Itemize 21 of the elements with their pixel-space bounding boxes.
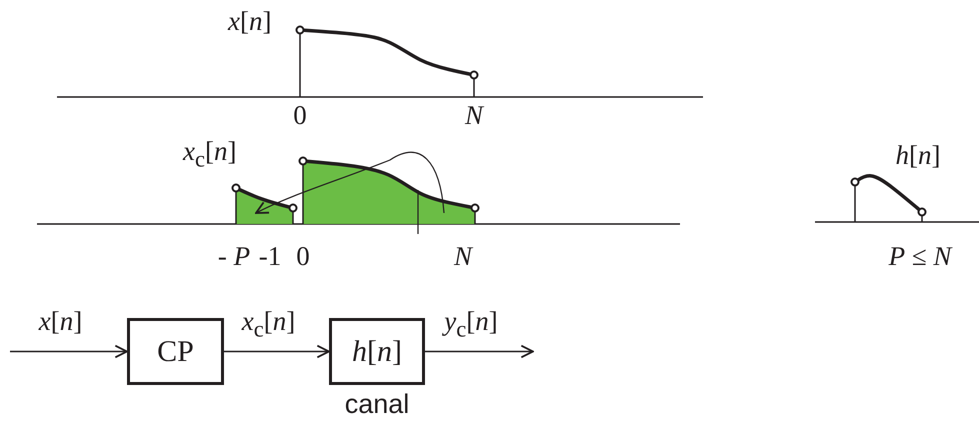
arrow [10, 344, 128, 358]
axis-label: h[n] [896, 142, 940, 169]
edge-label: x[n] [38, 308, 82, 334]
arrow [425, 344, 534, 358]
block-box [329, 318, 425, 385]
block-caption: canal [344, 391, 410, 418]
axis-label: x[n] [228, 8, 272, 35]
arrow [224, 344, 330, 358]
block-label: h[n] [352, 336, 402, 366]
axis-label: N [465, 102, 483, 129]
axis-label: - P [218, 243, 250, 270]
block-label: CP [157, 336, 194, 366]
block-box [127, 318, 224, 385]
axis-label: -1 [258, 243, 282, 270]
axis-label: x$_{c}$[n] [183, 138, 236, 171]
axis-label: P ≤ N [888, 243, 952, 270]
axis-label: 0 [293, 102, 307, 129]
axis-label: N [454, 243, 472, 270]
edge-label: y$_{c}$[n] [444, 308, 498, 340]
axis-label: 0 [296, 243, 310, 270]
edge-label: x$_{c}$[n] [242, 308, 296, 340]
